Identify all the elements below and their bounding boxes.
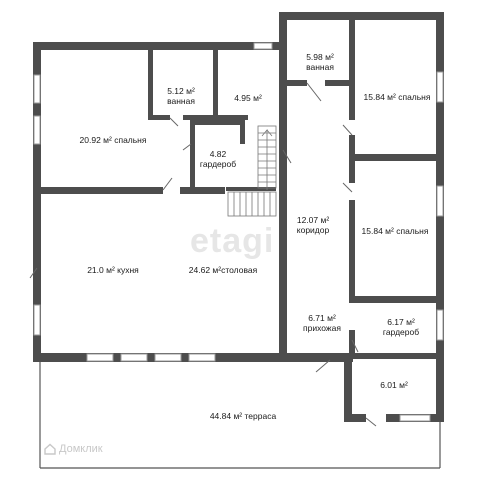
room-label-bedroom-2: 15.84 м² спальня [364,92,431,102]
room-area: 20.92 м² [79,135,112,145]
room-name: кухня [117,265,139,275]
brand-text: Домклик [59,443,103,455]
room-label-dining: 24.62 м²столовая [189,265,257,275]
room-name: спальня [396,226,429,236]
room-label-room-small: 4.95 м² [234,93,262,103]
room-name: ванная [306,62,334,72]
house-icon [44,443,56,455]
room-area: 24.62 м² [188,265,222,275]
room-label-kitchen: 21.0 м² кухня [87,265,139,275]
room-label-room-small-2: 6.01 м² [380,380,408,390]
windows [33,42,444,422]
room-name: ванная [167,96,195,106]
stairs [227,125,277,217]
room-area: 6.17 м² [387,317,415,327]
room-area: 4.82 [209,149,227,159]
doors [29,82,377,427]
room-area: 21.0 м² [87,265,115,275]
room-label-bedroom-1: 20.92 м² спальня [80,135,147,145]
room-label-terrace: 44.84 м² терраса [210,411,276,421]
room-area: 15.84 м² [363,92,396,102]
room-name: спальня [398,92,431,102]
watermark-text: etagi [190,222,275,260]
room-name: гардероб [199,159,237,169]
room-name: спальня [114,135,147,145]
terrace-outline [39,362,441,469]
room-name: столовая [221,265,258,275]
room-name: коридор [296,225,330,235]
brand-watermark: Домклик [44,443,103,455]
room-name: прихожая [303,323,341,333]
room-name: терраса [244,411,277,421]
room-area: 5.98 м² [306,52,334,62]
room-label-bedroom-3: 15.84 м² спальня [362,226,429,236]
room-name: гардероб [382,327,420,337]
room-area: 4.95 м² [234,93,262,103]
room-area: 6.71 м² [308,313,336,323]
room-area: 44.84 м² [209,411,243,421]
room-area: 12.07 м² [296,215,330,225]
room-area: 6.01 м² [380,380,408,390]
room-area: 5.12 м² [167,86,195,96]
room-area: 15.84 м² [361,226,394,236]
